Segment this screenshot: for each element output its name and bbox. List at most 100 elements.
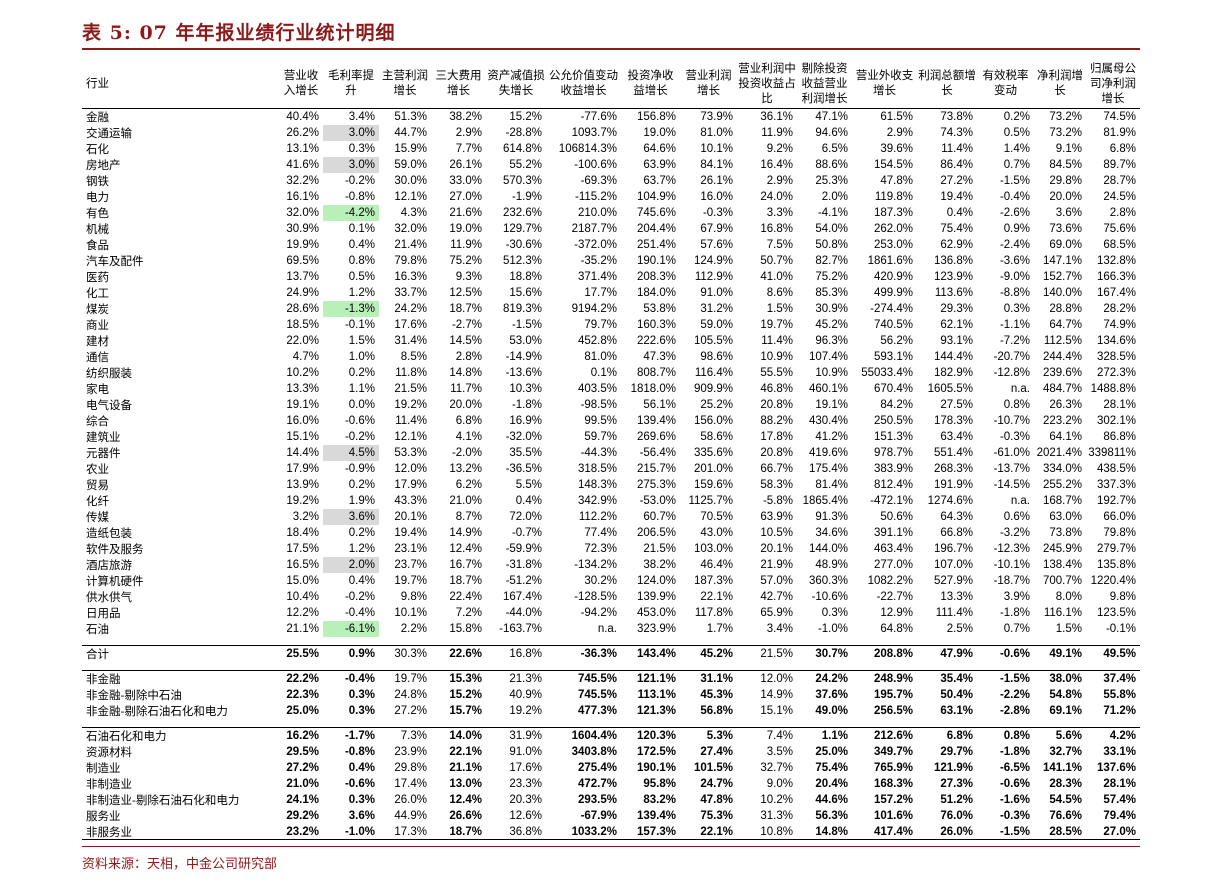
table-cell: 38.2% [449, 111, 482, 123]
table-cell: 34.6% [815, 527, 848, 539]
table-cell: 101.5% [693, 762, 733, 774]
table-cell: -0.7% [511, 527, 542, 539]
row-label: 石油 [86, 622, 109, 636]
table-cell: 293.5% [577, 794, 617, 806]
table-cell: -0.1% [344, 319, 375, 331]
table-cell: 2021.4% [1036, 447, 1082, 459]
table-cell: 5.3% [706, 730, 733, 742]
table-cell: -98.5% [580, 399, 617, 411]
table-cell: 32.0% [286, 207, 319, 219]
row-label: 家电 [86, 382, 109, 396]
table-cell: 45.3% [700, 689, 733, 701]
table-cell: 28.5% [1049, 826, 1082, 838]
table-cell: 670.4% [873, 383, 913, 395]
table-cell: 0.4% [946, 207, 973, 219]
table-cell: 9.0% [766, 778, 793, 790]
table-cell: 28.1% [1103, 778, 1136, 790]
table-cell: n.a. [597, 623, 617, 635]
table-cell: -1.0% [817, 623, 848, 635]
table-cell: 70.5% [700, 511, 733, 523]
table-cell: 14.9% [760, 689, 793, 701]
table-cell: 1.2% [348, 543, 375, 555]
table-cell: 208.3% [636, 271, 676, 283]
table-cell: 46.8% [760, 383, 793, 395]
table-cell: 1861.6% [867, 255, 913, 267]
table-cell: 192.7% [1096, 495, 1136, 507]
table-cell: 222.6% [636, 335, 676, 347]
table-cell: 21.5% [643, 543, 676, 555]
row-label: 化纤 [86, 494, 109, 508]
table-cell: -59.9% [505, 543, 542, 555]
table-cell: 27.4% [700, 746, 733, 758]
table-cell: 9.1% [1055, 143, 1082, 155]
table-cell: 30.3% [394, 648, 427, 660]
table-cell: 16.5% [286, 559, 319, 571]
table-cell: 17.8% [760, 431, 793, 443]
table-cell: -0.3% [999, 431, 1030, 443]
column-header: 毛利率提升 [328, 68, 374, 97]
table-cell: 139.4% [636, 415, 676, 427]
table-cell: 1488.8% [1090, 383, 1136, 395]
table-cell: 3.6% [323, 509, 379, 525]
column-header: 有效税率变动 [982, 68, 1029, 97]
table-cell: -1.3% [323, 301, 379, 317]
table-cell: 63.9% [760, 511, 793, 523]
row-label: 非服务业 [86, 825, 132, 839]
table-cell: 168.3% [873, 778, 913, 790]
table-cell: 22.6% [449, 648, 482, 660]
table-cell: 29.5% [286, 746, 319, 758]
table-cell: 16.8% [760, 223, 793, 235]
row-label: 合计 [86, 647, 109, 661]
row-label: 非金融-剔除石油石化和电力 [86, 704, 228, 718]
table-cell: -0.6% [344, 778, 375, 790]
table-cell: 269.6% [636, 431, 676, 443]
column-header: 利润总额增长 [918, 68, 976, 97]
table-cell: 79.8% [394, 255, 427, 267]
table-cell: 69.5% [286, 255, 319, 267]
table-cell: 819.3% [502, 303, 542, 315]
table-cell: 10.4% [286, 591, 319, 603]
table-cell: 25.2% [700, 399, 733, 411]
table-cell: 16.3% [394, 271, 427, 283]
table-cell: -0.8% [344, 746, 375, 758]
table-cell: 73.6% [1049, 223, 1082, 235]
table-cell: 159.6% [693, 479, 733, 491]
table-cell: 86.8% [1103, 431, 1136, 443]
table-cell: 107.0% [933, 559, 973, 571]
table-cell: 143.4% [636, 648, 676, 660]
table-cell: 21.9% [760, 559, 793, 571]
table-cell: 38.0% [1049, 673, 1082, 685]
table-cell: -0.4% [344, 607, 375, 619]
row-label: 传媒 [86, 510, 109, 524]
table-cell: 73.2% [1049, 127, 1082, 139]
table-cell: -12.3% [993, 543, 1030, 555]
table-cell: 6.5% [821, 143, 848, 155]
table-cell: 12.4% [449, 794, 482, 806]
table-cell: 4.5% [323, 445, 379, 461]
table-cell: 21.1% [286, 623, 319, 635]
table-cell: 138.4% [1042, 559, 1082, 571]
table-cell: 13.2% [449, 463, 482, 475]
table-cell: 27.2% [940, 175, 973, 187]
table-cell: 53.3% [394, 447, 427, 459]
table-cell: 59.7% [584, 431, 617, 443]
table-cell: 4.1% [455, 431, 482, 443]
row-label: 日用品 [86, 606, 121, 620]
table-cell: 147.1% [1042, 255, 1082, 267]
table-cell: 64.7% [1049, 319, 1082, 331]
table-cell: -22.7% [876, 591, 913, 603]
table-cell: 250.5% [873, 415, 913, 427]
table-cell: 527.9% [933, 575, 973, 587]
table-cell: -61.0% [993, 447, 1030, 459]
table-cell: 121.9% [933, 762, 973, 774]
table-cell: 4.2% [1109, 730, 1136, 742]
